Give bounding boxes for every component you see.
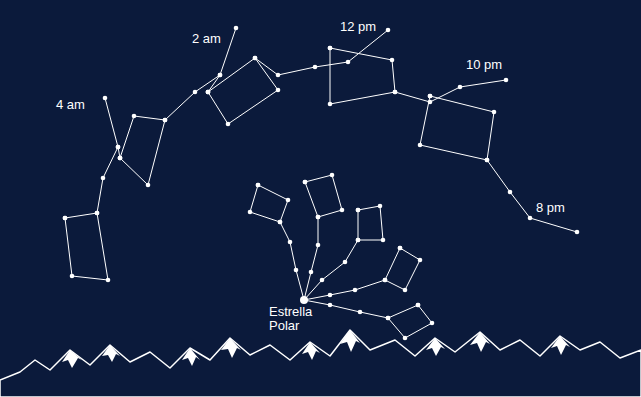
little-dipper-positions bbox=[250, 175, 432, 338]
time-label: 4 am bbox=[56, 98, 85, 112]
dipper-bowl bbox=[120, 116, 165, 185]
dipper-handle bbox=[97, 98, 118, 213]
star-label: Estrella Polar bbox=[268, 305, 320, 333]
dipper-handle bbox=[208, 75, 220, 92]
dipper-bowl bbox=[388, 305, 432, 338]
dipper-handle bbox=[395, 80, 506, 102]
dipper-bowl bbox=[358, 206, 383, 240]
polaris-star bbox=[300, 296, 308, 304]
dipper-bowl bbox=[65, 213, 108, 280]
dipper-bowl bbox=[250, 185, 288, 222]
dipper-handle bbox=[304, 217, 318, 300]
mountain-range bbox=[0, 330, 641, 397]
time-label: 2 am bbox=[192, 32, 221, 46]
dipper-handle bbox=[118, 147, 120, 158]
big-dipper-positions bbox=[65, 28, 577, 280]
time-label: 10 pm bbox=[466, 58, 502, 72]
dipper-bowl bbox=[305, 175, 342, 217]
snow-caps bbox=[62, 330, 570, 368]
dipper-bowl bbox=[385, 248, 420, 290]
dipper-handle bbox=[487, 160, 577, 232]
dipper-handle bbox=[165, 28, 236, 120]
time-label: 12 pm bbox=[340, 20, 376, 34]
dipper-bowl bbox=[420, 96, 494, 160]
dipper-handle bbox=[280, 222, 304, 300]
dipper-handle bbox=[255, 30, 388, 75]
dipper-bowl bbox=[330, 48, 395, 104]
dipper-handle bbox=[304, 280, 385, 300]
mountains bbox=[0, 330, 641, 397]
dipper-bowl bbox=[208, 58, 278, 124]
time-label: 8 pm bbox=[536, 201, 565, 215]
